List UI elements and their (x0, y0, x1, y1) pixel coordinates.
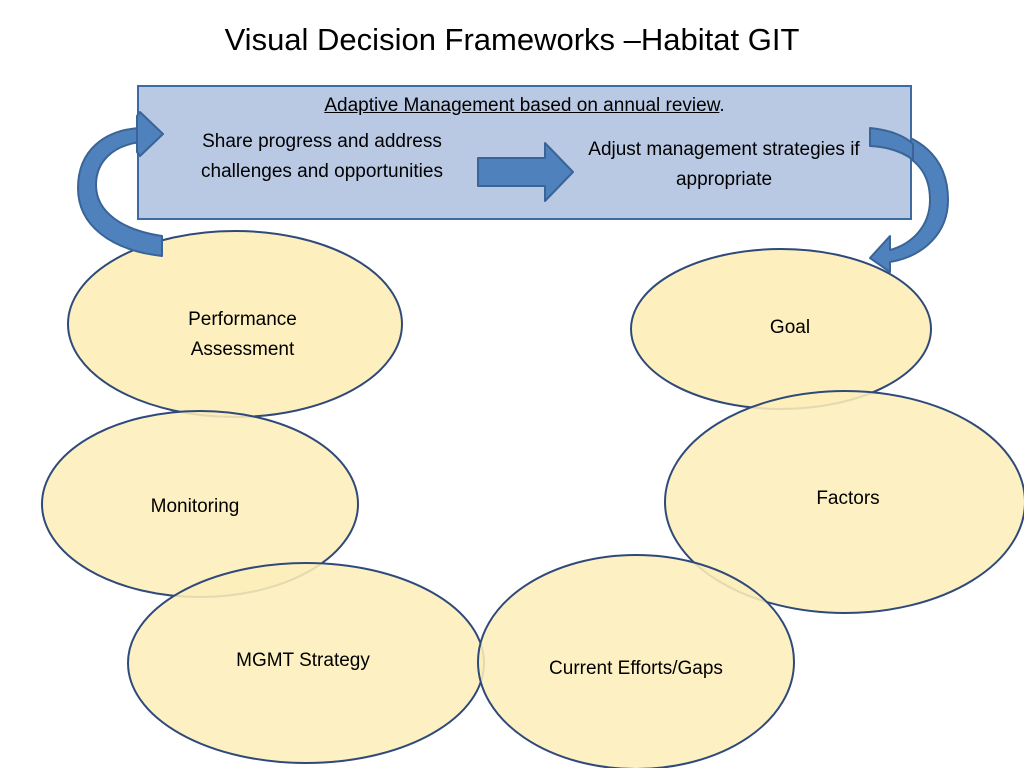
node-current-efforts-label: Current Efforts/Gaps (549, 658, 723, 679)
node-goal-label: Goal (769, 317, 811, 338)
review-right-text: Adjust management strategies if appropri… (588, 139, 860, 190)
node-performance-assessment-label: Performance Assessment (188, 309, 297, 360)
node-mgmt-strategy-label: MGMT Strategy (236, 650, 370, 671)
curved-arrow-right-icon (869, 127, 949, 273)
node-current-efforts-shape[interactable] (477, 554, 795, 768)
page-title: Visual Decision Frameworks –Habitat GIT (224, 22, 800, 57)
review-heading-text: Adaptive Management based on annual revi… (324, 95, 720, 116)
annual-review-box: Adaptive Management based on annual revi… (137, 85, 912, 220)
review-left-text: Share progress and address challenges an… (201, 131, 443, 182)
node-monitoring-label: Monitoring (150, 496, 240, 517)
review-heading: Adaptive Management based on annual revi… (139, 95, 910, 117)
node-factors-shape[interactable] (664, 390, 1024, 614)
node-factors-label: Factors (816, 488, 880, 509)
review-heading-suffix: . (719, 95, 725, 116)
